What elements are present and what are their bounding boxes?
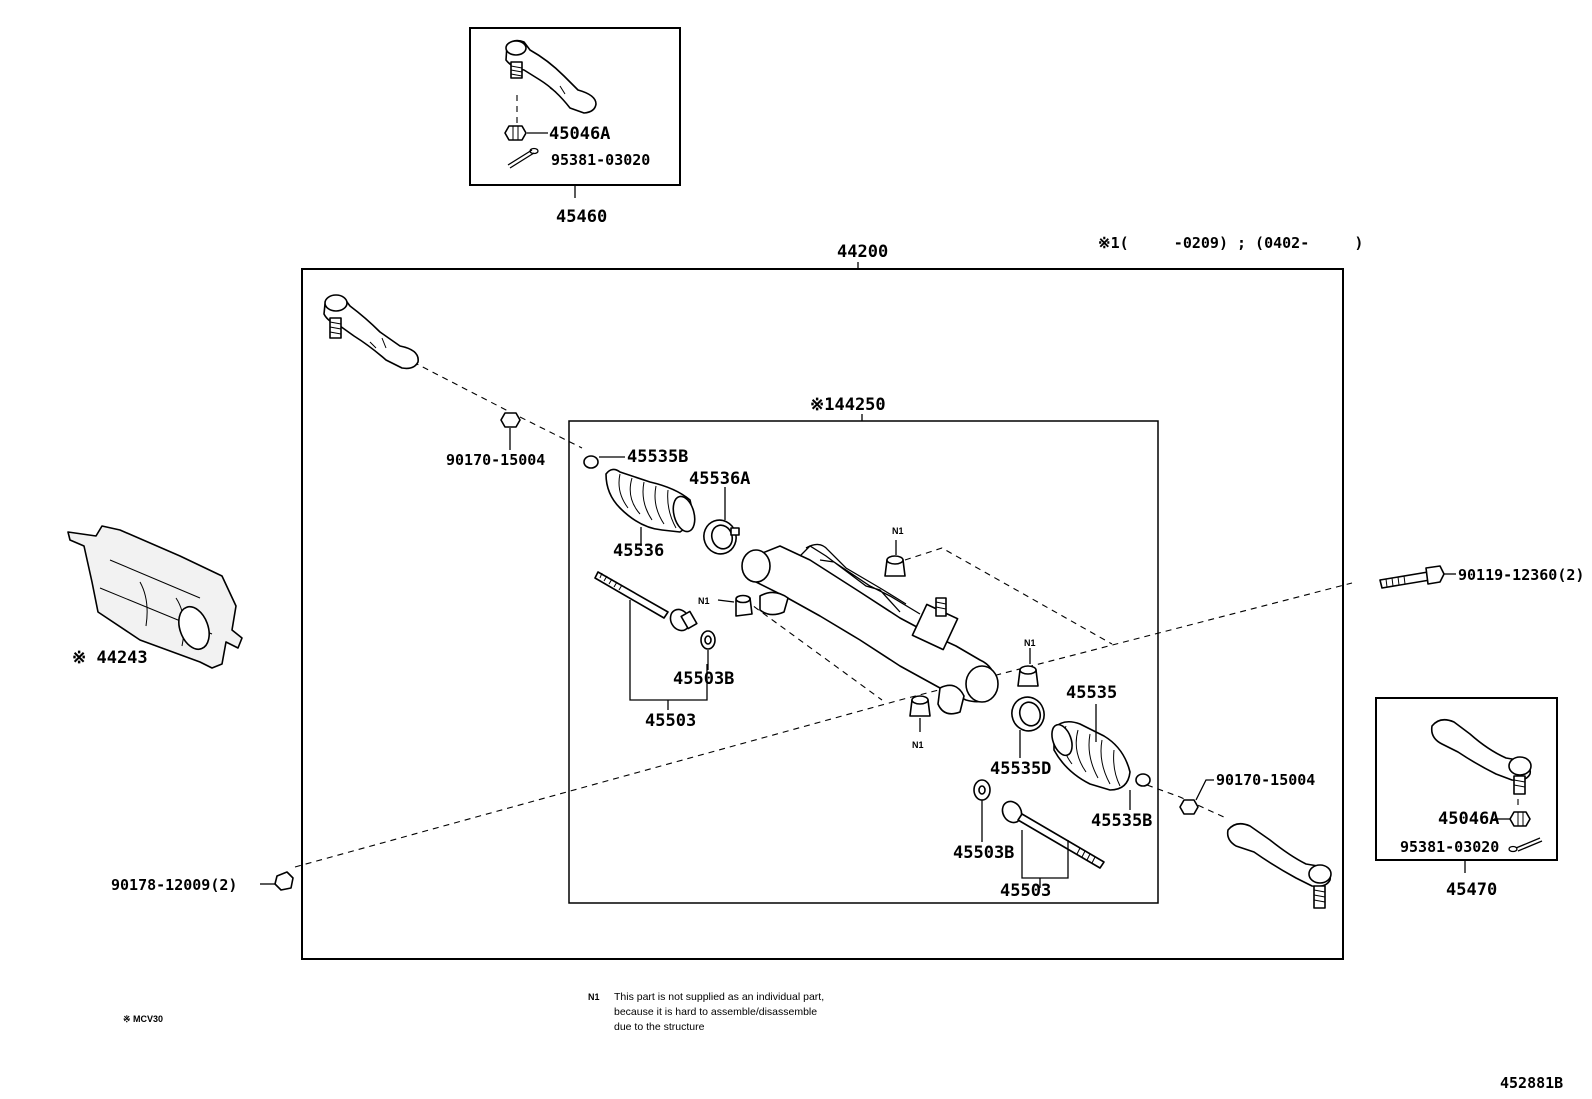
bushing-icon-n1b [735, 594, 753, 617]
bushing-icon-n1d [909, 695, 931, 717]
nut-icon-left [500, 412, 521, 428]
tie-rod-end-icon-right-box [1430, 718, 1532, 795]
part-number-45046a-top[interactable]: 45046A [549, 124, 610, 144]
gear-assy-frame [568, 420, 1159, 904]
clamp-icon-left [583, 455, 599, 469]
part-number-45535b-right[interactable]: 45535B [1091, 811, 1152, 831]
part-number-45503b-right[interactable]: 45503B [953, 843, 1014, 863]
cotter-pin-icon-top [507, 147, 539, 169]
nut-icon-top [504, 125, 527, 141]
footnote-line-1: This part is not supplied as an individu… [614, 991, 824, 1003]
nut-icon-bottom-left [274, 871, 294, 891]
part-number-45535[interactable]: 45535 [1066, 683, 1117, 703]
footnote-line-2: because it is hard to assemble/disassemb… [614, 1006, 817, 1018]
part-number-44243[interactable]: ※ 44243 [72, 648, 148, 668]
part-number-45535b-left[interactable]: 45535B [627, 447, 688, 467]
part-number-45503-left[interactable]: 45503 [645, 711, 696, 731]
washer-icon-left [700, 630, 716, 650]
right-tie-rod-end-box [1375, 697, 1558, 861]
n1-label-a: N1 [892, 526, 904, 536]
boot-icon-right [1051, 720, 1131, 791]
tie-rod-end-icon-top [505, 39, 597, 114]
part-number-90170-15004-right[interactable]: 90170-15004 [1216, 771, 1315, 789]
part-number-45503b-left[interactable]: 45503B [673, 669, 734, 689]
bushing-icon-n1c [1017, 665, 1039, 687]
n1-label-c: N1 [1024, 638, 1036, 648]
part-number-45536[interactable]: 45536 [613, 541, 664, 561]
part-number-95381-03020-right[interactable]: 95381-03020 [1400, 838, 1499, 856]
n1-label-d: N1 [912, 740, 924, 750]
clip-icon-left [703, 519, 740, 555]
part-number-45536a[interactable]: 45536A [689, 469, 750, 489]
nut-icon-right-box [1509, 811, 1531, 827]
bolt-icon-right [1379, 565, 1445, 589]
bushing-icon-n1a [884, 555, 906, 577]
part-number-90170-15004-left[interactable]: 90170-15004 [446, 451, 545, 469]
part-number-44200[interactable]: 44200 [837, 242, 888, 262]
cotter-pin-icon-right-box [1508, 837, 1543, 853]
clip-icon-right [1011, 696, 1045, 732]
rack-assy-frame [301, 268, 1344, 960]
nut-icon-right [1179, 799, 1199, 815]
rack-end-icon-left [594, 571, 698, 632]
part-number-45046a-right[interactable]: 45046A [1438, 809, 1499, 829]
tie-rod-end-icon-right [1226, 822, 1332, 909]
boot-icon-left [605, 468, 696, 533]
insulator-icon [67, 525, 243, 669]
n1-label-b: N1 [698, 596, 710, 606]
steering-gear-housing-icon [741, 543, 999, 715]
part-number-95381-03020-top[interactable]: 95381-03020 [551, 151, 650, 169]
rack-end-icon-right [1001, 800, 1105, 869]
footnote-line-3: due to the structure [614, 1021, 705, 1033]
washer-icon-right [973, 779, 991, 801]
tie-rod-end-icon-left [323, 294, 419, 370]
part-number-45503-right[interactable]: 45503 [1000, 881, 1051, 901]
part-number-90178-12009[interactable]: 90178-12009(2) [111, 876, 237, 894]
part-number-44250[interactable]: ※144250 [810, 395, 886, 415]
part-number-45470[interactable]: 45470 [1446, 880, 1497, 900]
model-note: ※ MCV30 [123, 1014, 163, 1024]
part-number-45460[interactable]: 45460 [556, 207, 607, 227]
range-note: ※1( -0209) ; (0402- ) [1098, 234, 1363, 252]
part-number-90119-12360[interactable]: 90119-12360(2) [1458, 566, 1584, 584]
part-number-45535d[interactable]: 45535D [990, 759, 1051, 779]
drawing-id: 452881B [1500, 1074, 1563, 1092]
clamp-icon-right [1135, 773, 1151, 787]
footnote-mark: N1 [588, 992, 600, 1002]
